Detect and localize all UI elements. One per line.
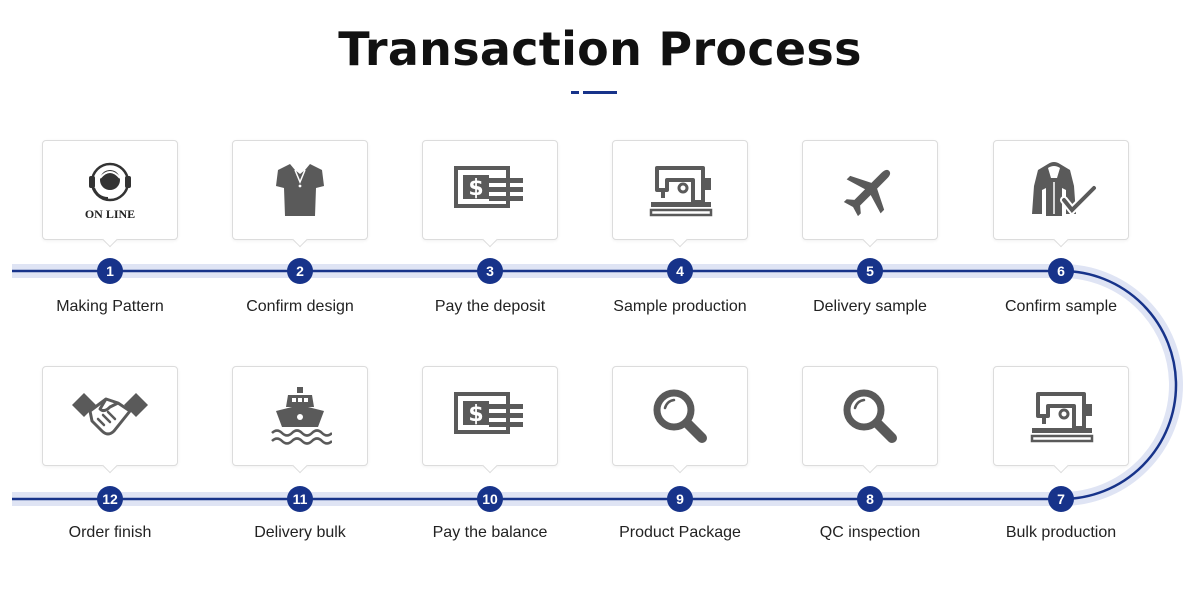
step-number-11: 11 (287, 486, 313, 512)
step-number-12: 12 (97, 486, 123, 512)
step-number-3: 3 (477, 258, 503, 284)
step-card-4 (612, 140, 748, 240)
step-number-10: 10 (477, 486, 503, 512)
step-label-1: Making Pattern (56, 298, 164, 315)
polo-shirt-icon (276, 164, 324, 216)
step-label-11: Delivery bulk (254, 524, 346, 541)
sewing-machine-icon (649, 166, 713, 217)
step-card-6 (993, 140, 1129, 240)
step-card-1: ON LINE (42, 140, 178, 240)
step-card-2 (232, 140, 368, 240)
headset-icon: ON LINE (85, 162, 135, 221)
step-card-5 (802, 140, 938, 240)
jacket-check-icon (1032, 162, 1098, 216)
page-title: Transaction Process (338, 22, 862, 76)
step-label-7: Bulk production (1005, 524, 1117, 541)
ship-icon (271, 387, 332, 445)
airplane-icon (843, 169, 891, 217)
step-card-10: $ (422, 366, 558, 466)
step-label-5: Delivery sample (813, 298, 927, 315)
step-label-8: QC inspection (819, 524, 921, 541)
step-card-8 (802, 366, 938, 466)
step-number-1: 1 (97, 258, 123, 284)
handshake-icon (72, 393, 148, 436)
step-number-6: 6 (1048, 258, 1074, 284)
step-label-6: Confirm sample (1004, 298, 1118, 315)
step-card-3: $ (422, 140, 558, 240)
online-text: ON LINE (85, 207, 135, 221)
step-number-5: 5 (857, 258, 883, 284)
svg-text:$: $ (468, 176, 483, 201)
svg-text:$: $ (468, 402, 483, 427)
step-card-12 (42, 366, 178, 466)
step-number-9: 9 (667, 486, 693, 512)
step-card-11 (232, 366, 368, 466)
step-card-9 (612, 366, 748, 466)
step-label-10: Pay the balance (432, 524, 548, 541)
magnifier-icon (653, 389, 707, 443)
step-number-2: 2 (287, 258, 313, 284)
step-label-3: Pay the deposit (434, 298, 546, 315)
title-underline-dot (571, 91, 579, 94)
step-number-8: 8 (857, 486, 883, 512)
sewing-machine-icon (1030, 392, 1094, 443)
step-label-9: Product Package (619, 524, 741, 541)
payment-check-icon: $ (454, 392, 523, 434)
magnifier-icon (843, 389, 897, 443)
track-line (12, 269, 1178, 501)
step-card-7 (993, 366, 1129, 466)
step-number-7: 7 (1048, 486, 1074, 512)
step-label-2: Confirm design (246, 298, 354, 315)
payment-check-icon: $ (454, 166, 523, 208)
title-underline (583, 91, 617, 94)
step-label-12: Order finish (68, 524, 152, 541)
step-number-4: 4 (667, 258, 693, 284)
step-label-4: Sample production (613, 298, 747, 315)
